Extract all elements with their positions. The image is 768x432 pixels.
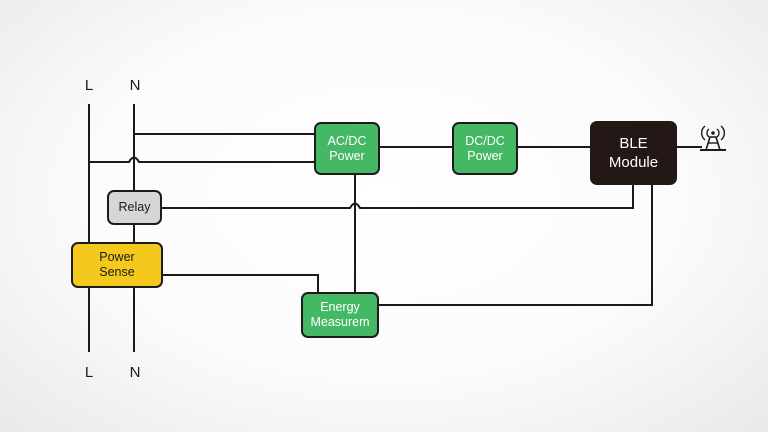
dcdc-power-block: DC/DC Power: [452, 122, 518, 175]
wire-l-acdc: [89, 156, 315, 163]
wire-sense-energy: [162, 274, 319, 293]
acdc-power-block: AC/DC Power: [314, 122, 380, 175]
wire-energy-ble: [378, 184, 653, 306]
relay-block: Relay: [107, 190, 162, 225]
terminal-n-top: N: [129, 77, 141, 94]
power-sense-block: Power Sense: [71, 242, 163, 288]
energy-measurement-block: Energy Measurem: [301, 292, 379, 338]
ble-module-block: BLE Module: [590, 121, 677, 185]
terminal-l-bottom: L: [84, 364, 94, 381]
terminal-l-top: L: [84, 77, 94, 94]
wire-relay-ble: [161, 184, 634, 209]
terminal-n-bottom: N: [129, 364, 141, 381]
antenna-icon: [700, 125, 726, 151]
